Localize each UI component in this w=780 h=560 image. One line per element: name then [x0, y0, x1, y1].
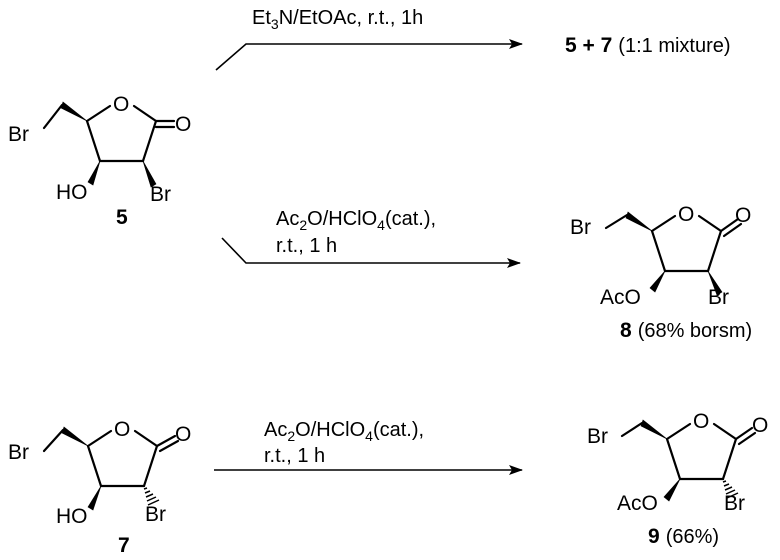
reaction-2-conditions-line-1: Ac2O/HClO4(cat.), [276, 208, 436, 233]
compound-8-ring-oxygen: O [678, 203, 694, 226]
compound-7-label: 7 [118, 534, 130, 557]
compound-5-label: 5 [116, 206, 128, 229]
compound-9-bromomethyl: Br [587, 425, 608, 448]
compound-8: O O Br AcO Br 8(68% borsm) [570, 203, 752, 342]
compound-7-hashed-bond [143, 487, 160, 506]
compound-7-hydroxyl: HO [56, 505, 88, 528]
reaction-2: Ac2O/HClO4(cat.), r.t., 1 h [221, 208, 521, 268]
reaction-1-conditions: Et3N/EtOAc, r.t., 1h [252, 7, 423, 32]
reaction-3-conditions-line-1: Ac2O/HClO4(cat.), [264, 419, 424, 444]
compound-5-carbonyl-oxygen: O [175, 113, 191, 136]
compound-7-bromo: Br [145, 503, 166, 526]
compound-5-ring-oxygen: O [113, 93, 129, 116]
compound-7: O O Br HO Br 7 [8, 418, 191, 557]
compound-9-acetoxy: AcO [617, 492, 658, 515]
compound-8-bromo: Br [708, 286, 729, 309]
compound-5-hydroxyl: HO [56, 181, 88, 204]
compound-9: O O Br AcO Br 9(66%) [587, 410, 768, 548]
compound-8-caption: 8(68% borsm) [620, 319, 752, 342]
compound-9-hashed-bond [722, 480, 739, 499]
compound-9-carbonyl-oxygen: O [752, 414, 768, 437]
compound-5: O O Br HO Br 5 [8, 93, 191, 229]
compound-9-bromo: Br [724, 492, 745, 515]
compound-9-ring-oxygen: O [693, 410, 709, 433]
reaction-1-product: 5 + 7(1:1 mixture) [565, 34, 731, 57]
compound-5-bromomethyl: Br [8, 123, 29, 146]
compound-7-bromomethyl: Br [8, 441, 29, 464]
reaction-2-conditions-line-2: r.t., 1 h [276, 235, 337, 257]
compound-9-caption: 9(66%) [648, 525, 719, 548]
compound-8-bromomethyl: Br [570, 216, 591, 239]
reaction-3: Ac2O/HClO4(cat.), r.t., 1 h [214, 419, 523, 475]
reaction-1: Et3N/EtOAc, r.t., 1h 5 + 7(1:1 mixture) [215, 7, 731, 71]
compound-5-bromo: Br [150, 183, 171, 206]
reaction-1-arrow [215, 39, 523, 71]
compound-8-carbonyl-oxygen: O [735, 204, 751, 227]
reaction-3-conditions-line-2: r.t., 1 h [264, 445, 325, 467]
compound-7-ring-oxygen: O [114, 418, 130, 441]
reaction-2-arrow [221, 237, 521, 268]
compound-8-acetoxy: AcO [600, 286, 641, 309]
compound-7-carbonyl-oxygen: O [175, 423, 191, 446]
